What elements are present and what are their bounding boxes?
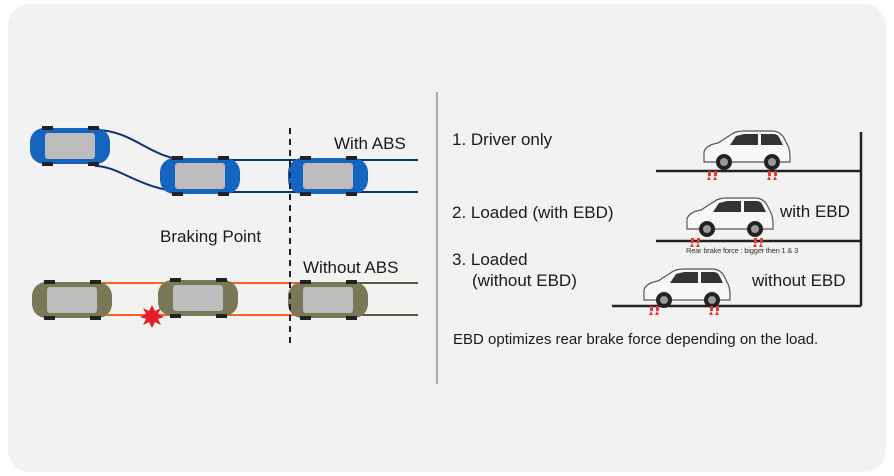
diagram-panel: [8, 4, 886, 472]
without-abs-label: Without ABS: [303, 258, 399, 277]
item-2-label: 2. Loaded (with EBD): [452, 203, 614, 222]
item-3-label-line2: (without EBD): [472, 271, 577, 290]
impact-star-icon: [140, 305, 164, 328]
footer-text: EBD optimizes rear brake force depending…: [453, 331, 819, 348]
column-divider: [436, 92, 438, 384]
brake-arrows-1: [707, 171, 777, 180]
braking-point-label: Braking Point: [160, 227, 262, 246]
suv-driver-only: [703, 130, 791, 171]
item-1-label: 1. Driver only: [452, 130, 553, 149]
rear-brake-note: Rear brake force : bigger then 1 & 3: [686, 246, 799, 255]
with-ebd-label: with EBD: [780, 202, 850, 221]
suv-loaded-without-ebd: [643, 268, 731, 309]
item-3-label-line1: 3. Loaded: [452, 250, 528, 269]
with-abs-label: With ABS: [334, 134, 406, 153]
brake-arrows-3: [649, 306, 719, 315]
without-ebd-label: without EBD: [752, 271, 846, 290]
suv-loaded-with-ebd: [686, 197, 774, 238]
